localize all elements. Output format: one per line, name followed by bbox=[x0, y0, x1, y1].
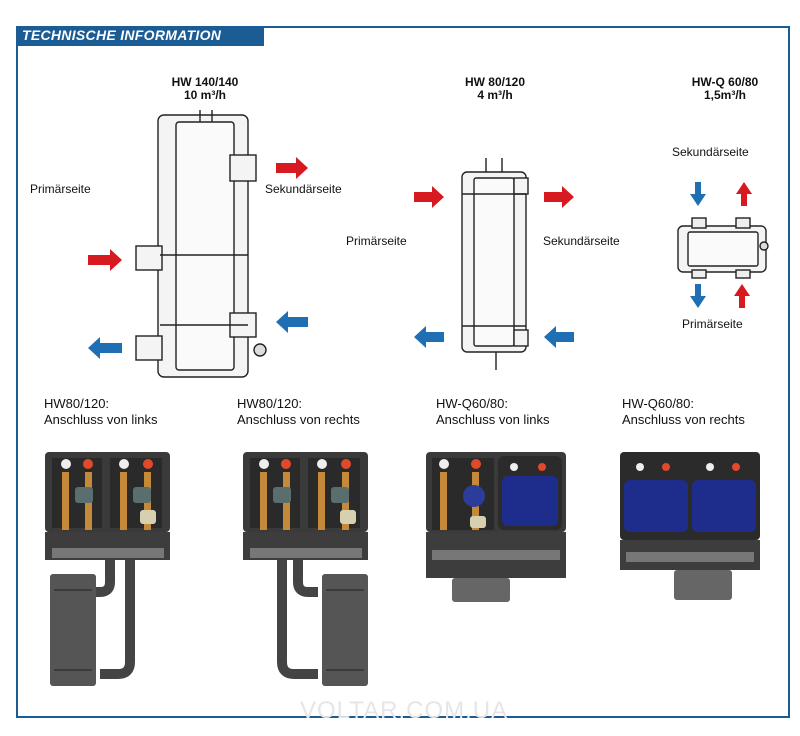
section-title: TECHNISCHE INFORMATION bbox=[22, 27, 222, 43]
arrow-primary-in-icon bbox=[88, 249, 122, 271]
photo-hwq-right bbox=[620, 452, 760, 600]
secondary-label-hw140: Sekundärseite bbox=[265, 182, 342, 196]
section-header: TECHNISCHE INFORMATION bbox=[16, 26, 264, 46]
caption-1-model: HW80/120: bbox=[44, 396, 110, 411]
arrow-primary-out-icon bbox=[88, 337, 122, 359]
unit-model-hw80: HW 80/120 bbox=[464, 75, 526, 89]
secondary-label-hw80: Sekundärseite bbox=[543, 234, 620, 248]
caption-1-text: Anschluss von links bbox=[44, 412, 158, 427]
arrow-secondary-down-icon bbox=[690, 182, 706, 206]
secondary-label-hwq: Sekundärseite bbox=[672, 145, 749, 159]
hwq-diagram bbox=[677, 182, 769, 308]
photo-hw80-right bbox=[243, 452, 368, 686]
unit-model-hwq: HW-Q 60/80 bbox=[691, 75, 759, 89]
content-frame bbox=[16, 26, 790, 718]
caption-4: HW-Q60/80: Anschluss von rechts bbox=[622, 396, 745, 428]
arrow-secondary-up-icon bbox=[736, 182, 752, 206]
primary-label-hw80: Primärseite bbox=[346, 234, 407, 248]
unit-flow-hwq: 1,5m³/h bbox=[703, 88, 746, 102]
unit-flow-hw140: 10 m³/h bbox=[183, 88, 226, 102]
arrow-secondary-out-icon bbox=[544, 186, 574, 208]
arrow-primary-down-icon bbox=[690, 284, 706, 308]
arrow-secondary-out-icon bbox=[276, 157, 308, 179]
caption-1: HW80/120: Anschluss von links bbox=[44, 396, 157, 428]
watermark: VOLTAR.COM.UA bbox=[300, 697, 509, 724]
arrow-secondary-in-icon bbox=[276, 311, 308, 333]
caption-2: HW80/120: Anschluss von rechts bbox=[237, 396, 360, 428]
caption-4-model: HW-Q60/80: bbox=[622, 396, 695, 411]
primary-label-hw140: Primärseite bbox=[30, 182, 91, 196]
arrow-secondary-in-icon bbox=[544, 326, 574, 348]
caption-2-text: Anschluss von rechts bbox=[237, 412, 360, 427]
unit-title-hw80: HW 80/120 4 m³/h bbox=[440, 76, 550, 102]
caption-2-model: HW80/120: bbox=[237, 396, 303, 411]
unit-title-hwq: HW-Q 60/80 1,5m³/h bbox=[670, 76, 780, 102]
primary-label-hwq: Primärseite bbox=[682, 317, 743, 331]
unit-title-hw140: HW 140/140 10 m³/h bbox=[150, 76, 260, 102]
photo-hwq-left bbox=[426, 452, 566, 602]
caption-4-text: Anschluss von rechts bbox=[622, 412, 745, 427]
unit-model-hw140: HW 140/140 bbox=[171, 75, 239, 89]
arrow-primary-up-icon bbox=[734, 284, 750, 308]
unit-flow-hw80: 4 m³/h bbox=[477, 88, 513, 102]
arrow-primary-out-icon bbox=[414, 326, 444, 348]
caption-3: HW-Q60/80: Anschluss von links bbox=[436, 396, 549, 428]
photo-hw80-left bbox=[45, 452, 170, 686]
hw80-diagram bbox=[414, 158, 574, 370]
caption-3-model: HW-Q60/80: bbox=[436, 396, 509, 411]
arrow-primary-in-icon bbox=[414, 186, 444, 208]
caption-3-text: Anschluss von links bbox=[436, 412, 550, 427]
hw140-diagram bbox=[88, 110, 308, 378]
